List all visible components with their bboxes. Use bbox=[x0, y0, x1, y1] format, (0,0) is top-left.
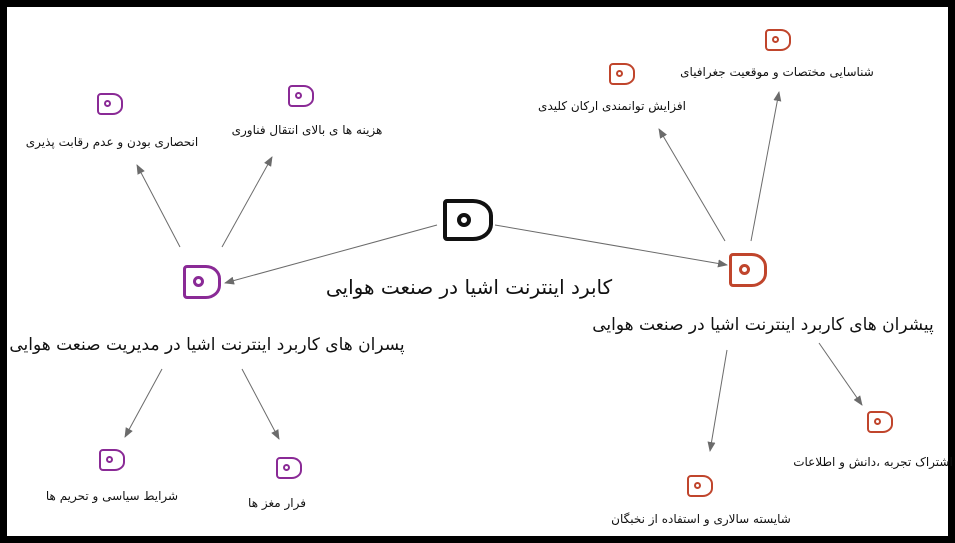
edge-drivers-to-child-2 bbox=[750, 91, 782, 242]
object-node-icon bbox=[729, 253, 767, 287]
object-node-icon bbox=[609, 63, 635, 85]
mind-map-canvas: کابرد اینترنت اشیا در صنعت هوایی پسران ه… bbox=[7, 7, 953, 536]
edge-drivers-to-child-3 bbox=[818, 342, 863, 406]
edge-barriers-to-child-4 bbox=[241, 368, 280, 440]
object-node-icon bbox=[443, 199, 493, 241]
edge-center-to-drivers bbox=[494, 224, 728, 268]
drivers-child-3-label: اشتراک تجربه ،دانش و اطلاعات bbox=[793, 455, 953, 469]
object-node-icon bbox=[183, 265, 221, 299]
drivers-child-2-label: افزایش توانمندی ارکان کلیدی bbox=[538, 99, 686, 113]
object-node-icon bbox=[288, 85, 314, 107]
edges-layer bbox=[124, 91, 863, 452]
edge-barriers-to-child-2 bbox=[221, 156, 273, 248]
drivers-child-4-label: شایسته سالاری و استفاده از نخبگان bbox=[611, 512, 791, 526]
edge-barriers-to-child-1 bbox=[136, 164, 181, 248]
edge-center-to-barriers bbox=[224, 224, 438, 285]
drivers-node-label: پیشران های کاربرد اینترنت اشیا در صنعت ه… bbox=[592, 315, 934, 335]
object-node-icon bbox=[97, 93, 123, 115]
barriers-node-label: پسران های کاربرد اینترنت اشیا در مدیریت … bbox=[9, 335, 405, 355]
barriers-child-2-label: هزینه ها ی بالای انتقال فناوری bbox=[231, 123, 383, 137]
center-node-label: کابرد اینترنت اشیا در صنعت هوایی bbox=[325, 275, 613, 299]
barriers-child-1-label: انحصاری بودن و عدم رقابت پذیری bbox=[25, 135, 199, 149]
barriers-child-3-label: شرایط سیاسی و تحریم ها bbox=[45, 489, 179, 503]
object-node-icon bbox=[765, 29, 791, 51]
edge-barriers-to-child-3 bbox=[124, 368, 163, 438]
edge-drivers-to-child-1 bbox=[658, 128, 726, 242]
drivers-child-1-label: شناسایی مختصات و موقعیت جغرافیای bbox=[680, 65, 874, 79]
object-node-icon bbox=[276, 457, 302, 479]
edge-drivers-to-child-4 bbox=[707, 349, 728, 452]
barriers-child-4-label: فرار مغز ها bbox=[248, 496, 306, 510]
object-node-icon bbox=[867, 411, 893, 433]
object-node-icon bbox=[687, 475, 713, 497]
object-node-icon bbox=[99, 449, 125, 471]
